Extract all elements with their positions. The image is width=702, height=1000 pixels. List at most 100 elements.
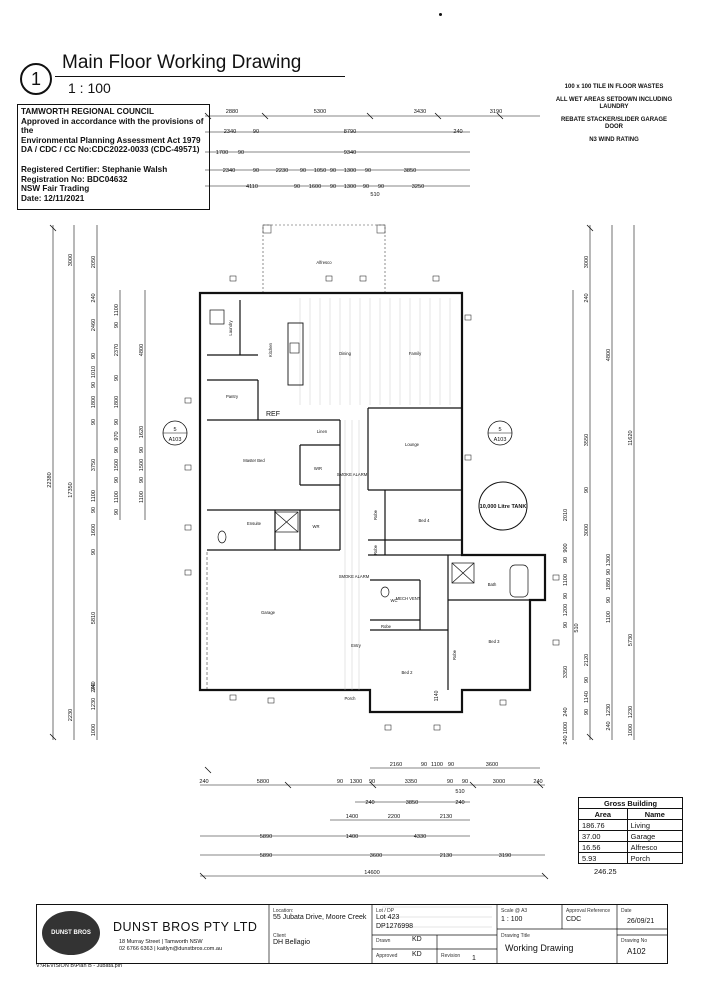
dim-right-22: 2120 [584, 654, 590, 666]
dim-top-23: 1600 [309, 184, 321, 190]
dim-1140: 1140 [434, 690, 440, 701]
drawing-number-circle: 1 [20, 63, 52, 95]
dim-right-18: 11620 [628, 430, 634, 445]
dim-bot-12: 90 [447, 779, 453, 785]
revision-path: V:\REVISION B\Plan B - Jubata.pln [36, 963, 123, 969]
dim-left-4: 240 [91, 293, 97, 302]
title-block-grid [268, 905, 667, 963]
speck-dot [439, 13, 442, 16]
right-dimensions: 3000 240 4800 3550 90 3000 2010 900 90 1… [563, 256, 634, 745]
dim-right-24: 1140 [584, 691, 590, 703]
area-value: 186.76 [578, 819, 628, 831]
dim-right-6: 3000 [584, 524, 590, 536]
dim-top-13: 90 [253, 168, 259, 174]
dim-left-28: 90 [114, 447, 120, 453]
dim-right-12: 1200 [563, 604, 569, 616]
scale-value: 1 : 100 [501, 916, 523, 923]
dim-top-9: 1700 [216, 150, 228, 156]
address-line: 18 Murray Street | Tamworth NSW [119, 939, 203, 945]
revision-value: 1 [472, 955, 476, 962]
dim-left-23: 2370 [114, 344, 120, 356]
internal-walls [207, 300, 545, 690]
dim-left-35: 90 [139, 447, 145, 453]
dim-left-36: 1500 [139, 459, 145, 471]
room-robe-4: Robe [452, 649, 457, 660]
room-laundry: Laundry [228, 320, 233, 336]
dim-left-16: 5810 [91, 612, 97, 624]
room-bed-4: Bed 4 [419, 518, 431, 523]
registered-certifier: Registered Certifier: Stephanie Walsh [21, 164, 168, 174]
drawing-number: 1 [30, 69, 41, 89]
section-left-number: 5 [173, 427, 176, 433]
company-address: 18 Murray Street | Tamworth NSW 02 6766 … [119, 939, 222, 953]
dim-left-8: 90 [91, 382, 97, 388]
title-block: DUNST BROS DUNST BROS PTY LTD 18 Murray … [36, 904, 668, 964]
note-wind: N3 WIND RATING [589, 137, 639, 143]
company-name: DUNST BROS PTY LTD [113, 920, 258, 934]
drawing-number-value: A102 [627, 947, 646, 956]
dim-right-7: 2010 [563, 509, 569, 521]
room-alfresco: Alfresco [316, 260, 332, 265]
dim-right-27: 240 [606, 721, 612, 730]
room-robe-3: Robe [381, 624, 392, 629]
dim-left-5: 2460 [91, 319, 97, 331]
dim-bot-28: 2130 [440, 853, 452, 859]
window-tags [184, 275, 560, 731]
dim-top-18: 1300 [344, 168, 356, 174]
dim-left-29: 1500 [114, 459, 120, 471]
dim-bot-23: 5890 [260, 834, 272, 840]
dim-right-19: 1850 [606, 578, 612, 590]
label-smoke-alarm-2: SMOKE ALARM [339, 574, 370, 579]
dim-top-16: 1050 [314, 168, 326, 174]
dim-top-25: 1300 [344, 184, 356, 190]
drawn-label: Drawn [376, 938, 391, 944]
room-ensuite: Ensuite [247, 521, 262, 526]
dim-left-13: 90 [91, 507, 97, 513]
dim-left-17: 240 [91, 681, 97, 690]
dim-right-31: 510 [574, 623, 580, 632]
water-tank [478, 481, 528, 531]
lot-value: Lot 423 [376, 914, 400, 921]
note-tile: 100 x 100 TILE IN FLOOR WASTES [564, 84, 664, 90]
dim-left-mid: 17350 [68, 482, 74, 498]
dim-bot-5: 3600 [486, 762, 498, 768]
dim-bot-9: 1300 [350, 779, 362, 785]
dim-left-6: 90 [91, 353, 97, 359]
registration-number: Registration No: BDC04632 [21, 174, 128, 184]
dim-left-30: 90 [114, 477, 120, 483]
dim-bot-2: 90 [421, 762, 427, 768]
title-underline [55, 76, 345, 77]
dim-left-3: 2050 [91, 256, 97, 268]
room-master-bed: Master Bed [243, 458, 265, 463]
dim-top-27: 90 [378, 184, 384, 190]
dim-right-32: 1300 [606, 554, 612, 566]
floor-hatching [299, 298, 451, 690]
area-name: Alfresco [626, 841, 684, 853]
dim-right-26: 1230 [606, 704, 612, 716]
drawing-title-value: Working Drawing [505, 943, 574, 953]
dim-bot-13: 90 [462, 779, 468, 785]
dim-left-11: 3750 [91, 459, 97, 471]
dim-left-20: 240 [91, 683, 97, 692]
dim-bot-7: 5800 [257, 779, 269, 785]
alfresco-outline [262, 224, 386, 294]
dim-right-16: 1000 [563, 722, 569, 734]
dim-bot-22: 2130 [440, 814, 452, 820]
dim-left-25: 1800 [114, 396, 120, 408]
dim-top-6: 90 [253, 129, 259, 135]
dim-bot-24: 1400 [346, 834, 358, 840]
fair-trading: NSW Fair Trading [21, 184, 90, 194]
dim-right-5: 90 [584, 487, 590, 493]
approval-line-1: Approved in accordance with the provisio… [21, 116, 204, 136]
room-bed-2: Bed 2 [402, 670, 414, 675]
dim-top-7: 8790 [344, 129, 356, 135]
label-tank: 10,000 Litre TANK [480, 504, 527, 510]
room-robe-1: Robe [373, 509, 378, 520]
dim-top-17: 90 [330, 168, 336, 174]
